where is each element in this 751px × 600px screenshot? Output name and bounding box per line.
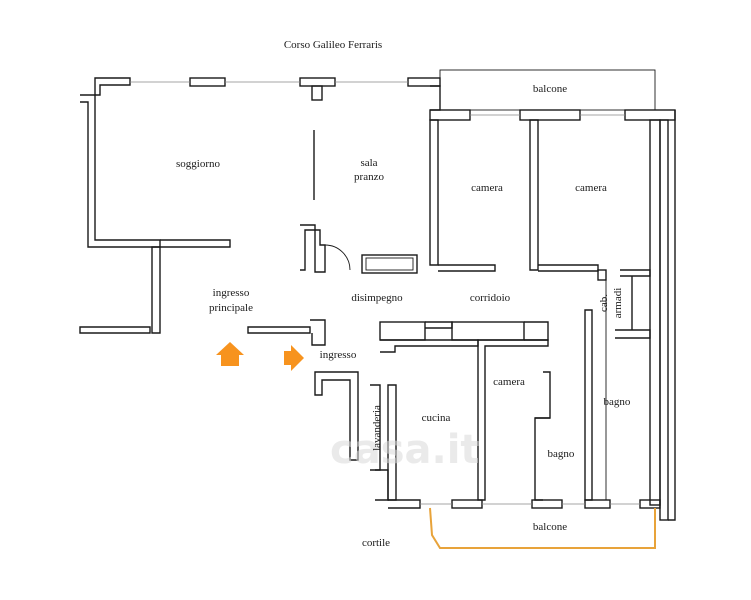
- street-label: Corso Galileo Ferraris: [284, 39, 382, 51]
- label-disimpegno: disimpegno: [351, 292, 403, 304]
- label-corridoio: corridoio: [470, 292, 511, 304]
- label-camera-1: camera: [471, 182, 503, 194]
- label-lavanderia: lavanderia: [371, 405, 383, 451]
- label-soggiorno: soggiorno: [176, 158, 221, 170]
- label-camera-3: camera: [493, 376, 525, 388]
- label-armadi: armadi: [612, 288, 624, 319]
- label-ingresso-principale-2: principale: [209, 302, 253, 314]
- label-sala: sala: [360, 157, 377, 169]
- entrance-arrow-up: [216, 342, 244, 366]
- label-ingresso-principale-1: ingresso: [213, 287, 250, 299]
- label-bagno-1: bagno: [604, 396, 631, 408]
- door-swing: [324, 244, 351, 271]
- label-cab: cab.: [598, 294, 610, 312]
- label-camera-2: camera: [575, 182, 607, 194]
- label-pranzo: pranzo: [354, 171, 384, 183]
- label-balcone-top: balcone: [533, 83, 567, 95]
- label-ingresso: ingresso: [320, 349, 357, 361]
- watermark-logo: casa.it: [330, 427, 480, 473]
- label-cucina: cucina: [422, 412, 451, 424]
- label-bagno-2: bagno: [548, 448, 575, 460]
- windows: [130, 81, 640, 505]
- label-cortile: cortile: [362, 537, 390, 549]
- entrance-arrow-right: [284, 345, 304, 371]
- bottom-balcony-rail: [429, 507, 656, 549]
- label-balcone-bottom: balcone: [533, 521, 567, 533]
- room-labels: balcone soggiorno sala pranzo camera cam…: [176, 83, 631, 549]
